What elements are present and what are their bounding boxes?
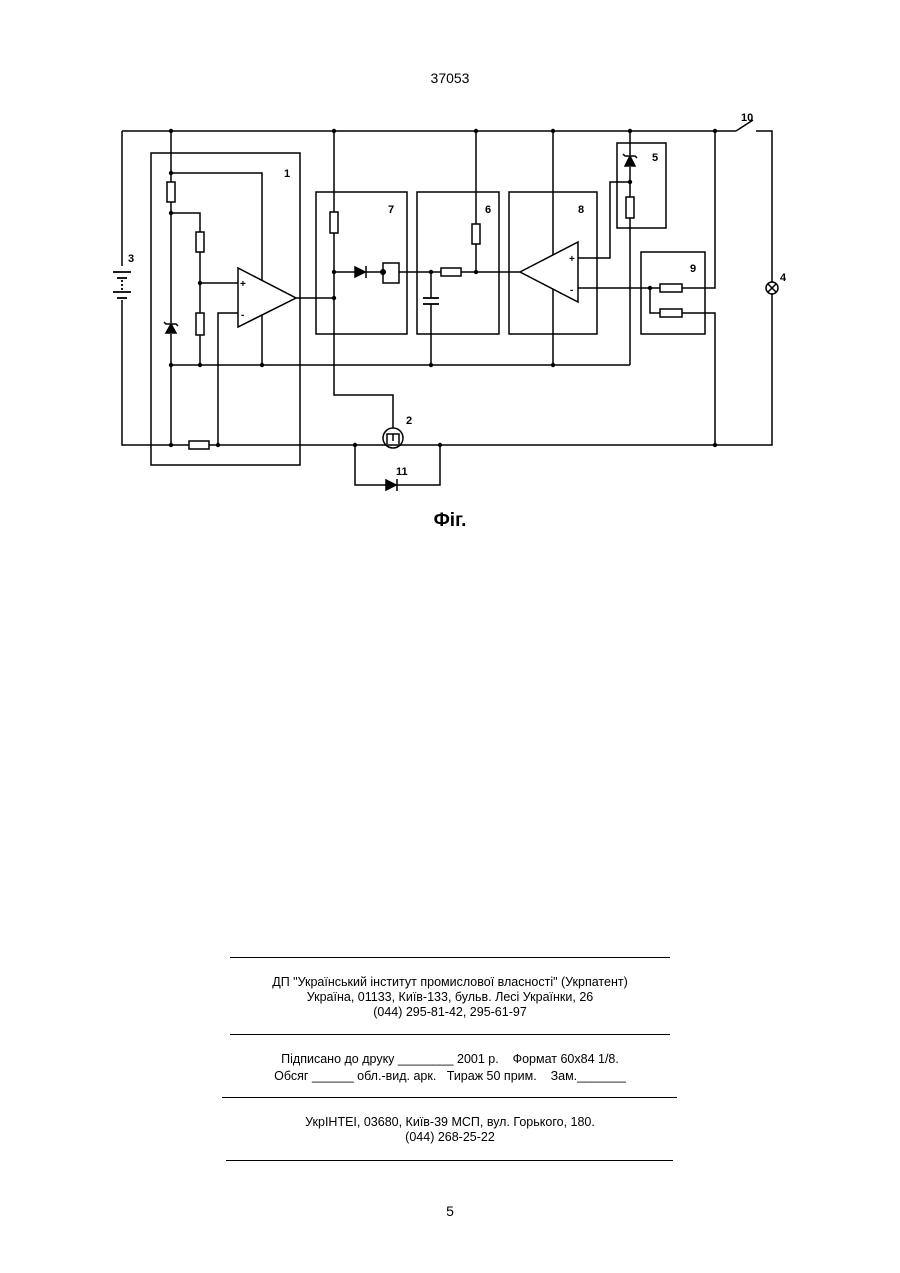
resistor — [196, 232, 204, 252]
resistor — [167, 182, 175, 202]
op-amp-8-minus: - — [570, 285, 573, 296]
page-number: 5 — [0, 1203, 900, 1219]
zener-diodes — [164, 154, 637, 333]
divider — [226, 1160, 673, 1161]
op-amp-block-1 — [238, 268, 296, 327]
resistor — [441, 268, 461, 276]
op-amp-1-plus: + — [240, 279, 246, 290]
printer-phone: (044) 268-25-22 — [0, 1130, 900, 1145]
label-battery-3: 3 — [128, 253, 134, 265]
resistor — [196, 313, 204, 335]
lamp-4 — [766, 282, 778, 294]
label-block-7: 7 — [388, 204, 394, 216]
op-amp-8-plus: + — [569, 254, 575, 265]
capacitor — [423, 298, 439, 304]
publisher-phone: (044) 295-81-42, 295-61-97 — [0, 1005, 900, 1020]
diodes — [355, 266, 397, 491]
label-block-8: 8 — [578, 204, 584, 216]
label-block-6: 6 — [485, 204, 491, 216]
label-transistor-2: 2 — [406, 415, 412, 427]
transistor-2 — [383, 428, 403, 448]
zener-diode — [625, 156, 635, 166]
resistor — [660, 284, 682, 292]
circuit-diagram: + - + - 1 2 3 4 5 6 7 8 9 10 11 — [0, 0, 900, 540]
divider — [222, 1097, 677, 1098]
label-block-1: 1 — [284, 168, 290, 180]
label-switch-10: 10 — [741, 112, 753, 124]
print-info-line: Підписано до друку ________ 2001 р. Форм… — [0, 1052, 900, 1067]
resistor — [330, 212, 338, 233]
diode-block-7 — [355, 267, 365, 277]
label-diode-11: 11 — [396, 466, 408, 478]
figure-caption: Фіг. — [0, 510, 900, 532]
op-amp-1-minus: - — [241, 310, 244, 321]
printer-address: УкрІНТЕІ, 03680, Київ-39 МСП, вул. Горьк… — [0, 1115, 900, 1130]
label-block-9: 9 — [690, 263, 696, 275]
publisher-address: Україна, 01133, Київ-133, бульв. Лесі Ук… — [0, 990, 900, 1005]
resistor — [660, 309, 682, 317]
divider — [230, 1034, 670, 1035]
resistor — [189, 441, 209, 449]
label-lamp-4: 4 — [780, 272, 787, 284]
op-amps — [238, 242, 578, 327]
resistor — [626, 197, 634, 218]
zener-diode — [166, 324, 176, 333]
resistor — [472, 224, 480, 244]
divider — [230, 957, 670, 958]
battery-3 — [113, 272, 131, 298]
publisher-line: ДП "Український інститут промислової вла… — [0, 975, 900, 990]
diode-11 — [386, 480, 396, 490]
print-info-line: Обсяг ______ обл.-вид. арк. Тираж 50 при… — [0, 1069, 900, 1084]
wires — [122, 131, 772, 485]
label-block-5: 5 — [652, 152, 658, 164]
